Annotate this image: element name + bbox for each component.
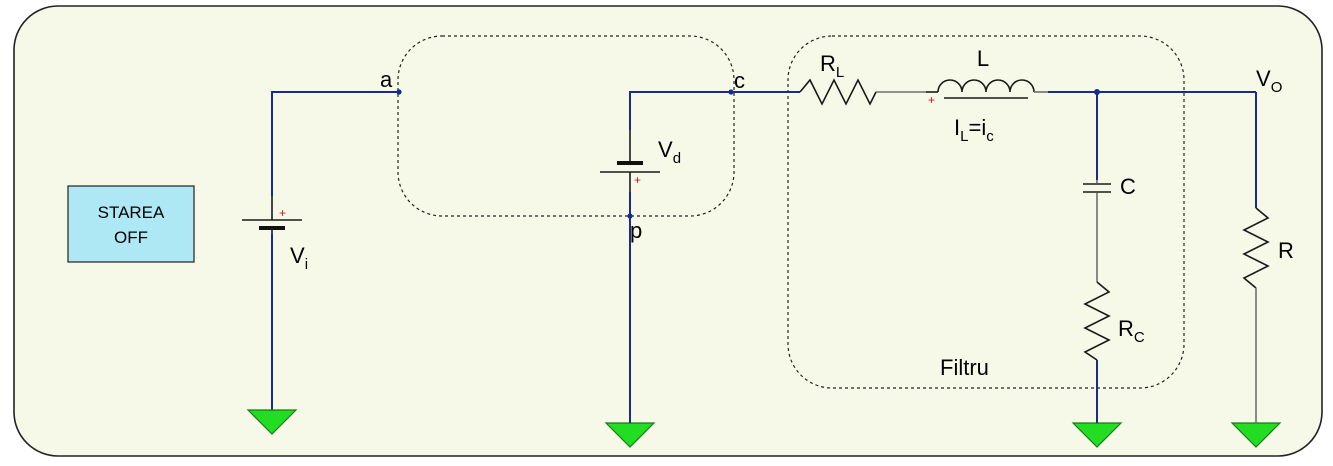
ground-icon-vi [246,409,298,435]
current-label: IL=ic [954,115,994,145]
inductor-l [937,79,1035,93]
l-plus: + [928,93,935,107]
resistor-rc [1083,281,1111,361]
resistor-rl [799,78,877,106]
vd-wire [629,91,732,410]
switch-dashed-box [397,35,735,217]
vd-label: Vd [658,137,681,167]
node-p-dot [627,213,633,219]
rc-label: RC [1118,316,1145,346]
diagram-frame [13,5,1323,457]
node-p-label: p [630,218,642,243]
node-c-label: c [734,68,745,93]
state-line1: STAREA [98,203,165,222]
resistor-r [1242,207,1270,289]
node-a-label: a [380,67,393,92]
node-a-dot [396,89,402,95]
vi-plus: + [279,206,286,220]
vd-plus: + [634,173,641,187]
state-line2: OFF [114,228,148,247]
vo-label: VO [1256,66,1282,96]
c-label: C [1120,174,1136,199]
filter-label: Filtru [940,355,989,380]
vi-label: Vi [290,243,308,273]
filter-dashed-box [787,35,1185,389]
state-box [67,185,195,263]
rl-label: RL [820,51,844,81]
l-label: L [977,46,989,71]
vi-wire [271,91,398,410]
r-label: R [1278,238,1294,263]
